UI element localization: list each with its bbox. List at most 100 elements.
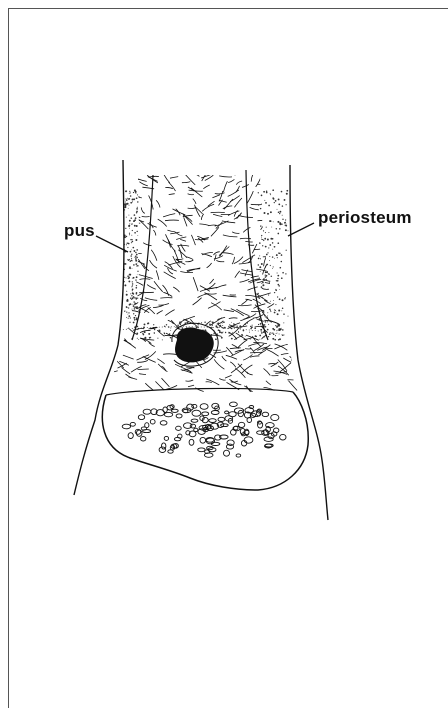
stipple-dot	[221, 337, 223, 339]
stipple-dot	[257, 293, 259, 295]
stipple-dot	[270, 310, 271, 311]
stipple-dot	[131, 224, 132, 225]
stipple-dot	[222, 325, 223, 326]
fiber-stroke	[276, 311, 285, 312]
stipple-dot	[261, 235, 262, 236]
stipple-dot	[136, 276, 138, 278]
trabecula-oval	[200, 437, 206, 443]
fiber-stroke	[176, 259, 184, 260]
fiber-stroke	[223, 235, 238, 237]
fiber-stroke	[283, 176, 290, 182]
fiber-stroke	[288, 318, 296, 322]
fiber-stroke	[295, 262, 304, 272]
fiber-stroke	[165, 310, 174, 316]
stipple-dot	[286, 224, 287, 225]
fiber-stroke	[280, 363, 291, 372]
stipple-dot	[285, 297, 286, 298]
fiber-stroke	[195, 207, 203, 214]
fiber-stroke	[193, 199, 196, 204]
stipple-dot	[268, 324, 269, 325]
fiber-stroke	[188, 208, 196, 209]
stipple-dot	[132, 278, 133, 279]
stipple-dot	[129, 233, 130, 234]
stipple-dot	[124, 284, 126, 286]
fiber-stroke	[293, 264, 297, 274]
stipple-dot	[261, 263, 263, 265]
stipple-dot	[250, 328, 252, 330]
trabecula-oval	[150, 419, 155, 424]
fiber-stroke	[139, 182, 147, 186]
fiber-stroke	[114, 220, 128, 226]
stipple-dot	[135, 252, 136, 253]
stipple-dot	[265, 246, 267, 248]
fiber-stroke	[190, 173, 200, 176]
fiber-stroke	[210, 318, 223, 326]
stipple-dot	[128, 208, 129, 209]
stipple-dot	[144, 323, 146, 325]
fiber-stroke	[111, 179, 121, 190]
stipple-dot	[133, 313, 134, 314]
stipple-dot	[218, 329, 220, 331]
stipple-dot	[261, 283, 262, 284]
fiber-stroke	[219, 379, 225, 381]
stipple-dot	[129, 266, 131, 268]
stipple-dot	[277, 280, 279, 282]
stipple-dot	[154, 329, 156, 331]
trabecula-oval	[128, 433, 133, 439]
fiber-stroke	[177, 245, 189, 246]
fiber-stroke	[273, 176, 277, 184]
stipple-dot	[223, 321, 225, 323]
stipple-dot	[265, 321, 267, 323]
fiber-stroke	[283, 293, 289, 297]
fiber-stroke	[263, 196, 268, 208]
stipple-dot	[196, 327, 198, 329]
stipple-dot	[162, 339, 163, 340]
stipple-dot	[241, 327, 242, 328]
stipple-dot	[169, 333, 170, 334]
fiber-stroke	[219, 176, 232, 177]
stipple-dot	[148, 333, 150, 335]
fiber-stroke	[170, 177, 178, 179]
stipple-dot	[129, 234, 130, 235]
stipple-dot	[128, 315, 130, 317]
stipple-dot	[130, 298, 131, 299]
stipple-dot	[264, 212, 266, 214]
stipple-dot	[244, 323, 246, 325]
fiber-stroke	[125, 228, 130, 241]
fiber-stroke	[166, 234, 170, 242]
fiber-stroke	[280, 205, 289, 210]
stipple-dot	[269, 308, 271, 310]
stipple-dot	[241, 334, 243, 336]
stipple-dot	[135, 239, 137, 241]
stipple-dot	[134, 225, 136, 227]
stipple-dot	[277, 324, 279, 326]
stipple-dot	[126, 312, 127, 313]
fiber-stroke	[134, 177, 147, 181]
stipple-dot	[245, 336, 246, 337]
trabecula-oval	[160, 421, 167, 425]
stipple-dot	[236, 325, 237, 326]
stipple-dot	[288, 230, 289, 231]
fiber-stroke	[147, 285, 156, 290]
fiber-stroke	[148, 308, 155, 314]
fiber-stroke	[220, 246, 227, 257]
fiber-stroke	[113, 216, 123, 225]
stipple-dot	[263, 191, 265, 193]
fiber-stroke	[214, 252, 220, 255]
fiber-stroke	[163, 214, 175, 217]
trabecula-oval	[164, 412, 172, 416]
trabecula-oval	[224, 450, 230, 456]
bone-diagram	[0, 0, 448, 645]
stipple-dot	[276, 280, 277, 281]
trabecula-oval	[236, 454, 241, 457]
fiber-stroke	[245, 295, 258, 297]
trabecula-oval	[145, 423, 149, 428]
label-pus: pus	[64, 221, 95, 241]
stipple-dot	[267, 252, 268, 253]
stipple-dot	[261, 204, 262, 205]
stipple-dot	[173, 322, 175, 324]
stipple-dot	[133, 247, 135, 249]
fiber-stroke	[206, 382, 212, 383]
stipple-dot	[259, 339, 260, 340]
fiber-stroke	[157, 359, 164, 364]
